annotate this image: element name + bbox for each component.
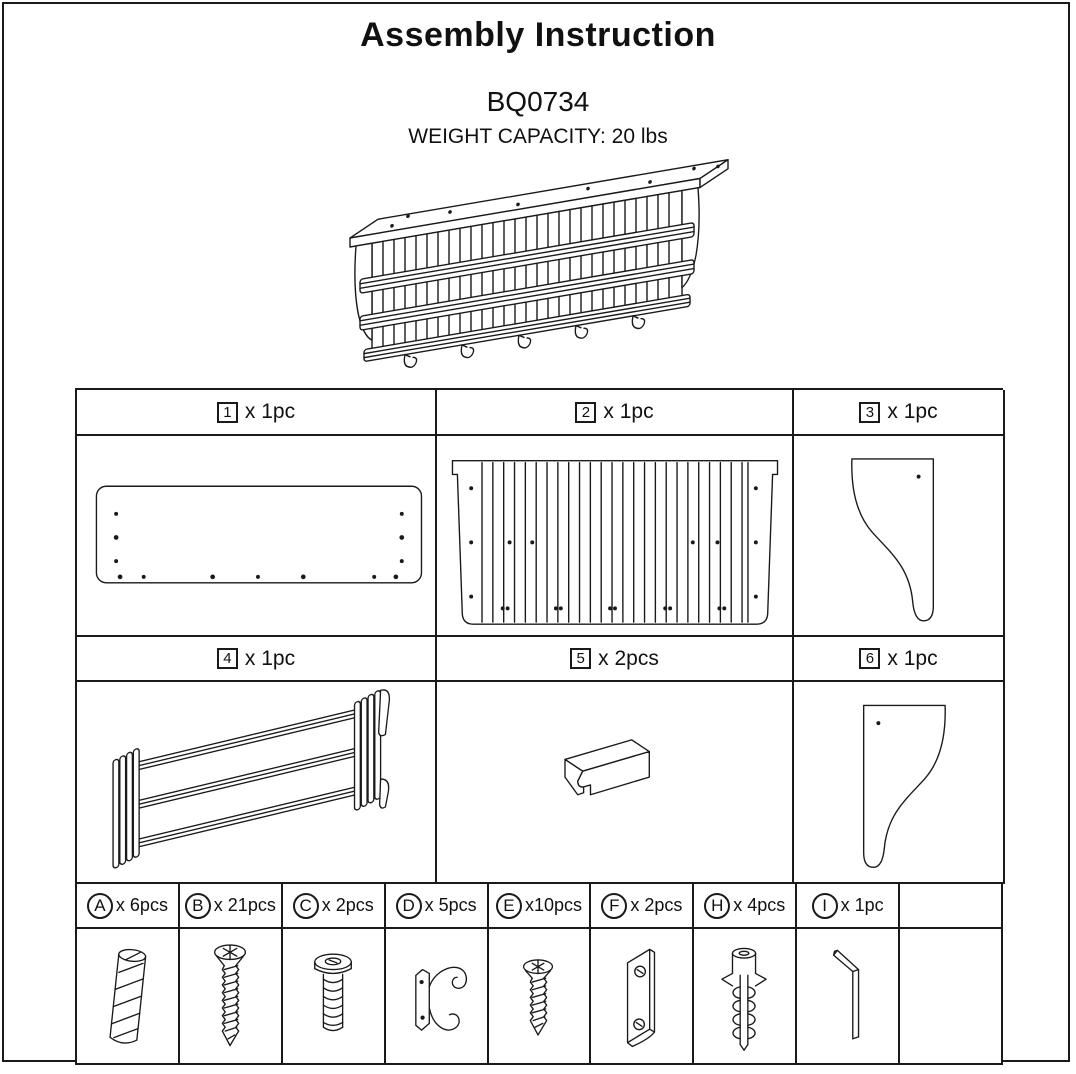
part-number-box: 3 bbox=[859, 401, 881, 423]
hardware-letter-badge: A bbox=[86, 892, 113, 919]
part-3-drawing bbox=[794, 436, 1005, 637]
hardware-letter-badge: C bbox=[292, 892, 319, 919]
product-drawing bbox=[330, 156, 750, 384]
part-2-drawing bbox=[437, 436, 794, 637]
part-qty: x 1pc bbox=[887, 400, 938, 423]
part-5-drawing bbox=[437, 682, 794, 884]
hardware-letter-badge: E bbox=[495, 892, 522, 919]
hardware-qty: x 2pcs bbox=[321, 895, 374, 915]
part-qty: x 1pc bbox=[887, 646, 938, 670]
part-number-box: 4 bbox=[216, 648, 238, 669]
part-5-header: 5 x 2pcs bbox=[437, 637, 794, 682]
hardware-a-header: A x 6pcs bbox=[77, 884, 180, 929]
hardware-e-header: E x10pcs bbox=[488, 884, 592, 929]
hardware-h-header: H x 4pcs bbox=[694, 884, 798, 929]
allen-key-icon bbox=[797, 929, 901, 1065]
model-number: BQ0734 bbox=[486, 86, 590, 117]
hardware-empty-header bbox=[900, 884, 1003, 929]
part-number-box: 2 bbox=[575, 401, 597, 423]
hardware-qty: x 1pc bbox=[840, 895, 884, 915]
part-1-drawing bbox=[77, 436, 437, 637]
part-3-header: 3 x 1pc bbox=[794, 390, 1005, 436]
parts-table: 1 x 1pc 2 x 1pc 3 x 1pc bbox=[75, 388, 1005, 884]
part-4-drawing bbox=[77, 682, 437, 884]
part-number-box: 5 bbox=[570, 648, 592, 669]
part-number-box: 6 bbox=[859, 648, 881, 669]
dowel-icon bbox=[77, 929, 180, 1065]
hardware-qty: x 21pcs bbox=[213, 895, 276, 915]
hardware-letter-badge: H bbox=[704, 892, 731, 919]
hardware-table: A x 6pcs B x 21pcs C x 2pcs D x 5pcs E x… bbox=[75, 882, 1003, 1065]
hardware-qty: x 4pcs bbox=[733, 895, 786, 915]
part-qty: x 1pc bbox=[244, 646, 296, 670]
coat-hook-icon bbox=[385, 929, 489, 1065]
hardware-f-header: F x 2pcs bbox=[591, 884, 695, 929]
part-qty: x 1pc bbox=[244, 400, 296, 423]
hardware-letter-badge: D bbox=[395, 892, 422, 919]
part-1-header: 1 x 1pc bbox=[77, 390, 437, 436]
hardware-c-header: C x 2pcs bbox=[282, 884, 386, 929]
mounting-plate-icon bbox=[591, 929, 695, 1065]
page-title: Assembly Instruction bbox=[360, 16, 716, 54]
part-qty: x 2pcs bbox=[598, 646, 659, 670]
hardware-d-header: D x 5pcs bbox=[385, 884, 489, 929]
part-6-drawing bbox=[794, 682, 1005, 884]
hardware-qty: x 6pcs bbox=[115, 895, 168, 915]
part-qty: x 1pc bbox=[603, 400, 654, 423]
part-6-header: 6 x 1pc bbox=[794, 637, 1005, 682]
wall-anchor-icon bbox=[694, 929, 798, 1065]
long-screw-icon bbox=[179, 929, 283, 1065]
hardware-i-header: I x 1pc bbox=[797, 884, 901, 929]
hardware-qty: x10pcs bbox=[524, 895, 583, 915]
hardware-qty: x 5pcs bbox=[424, 895, 477, 915]
hardware-empty-cell bbox=[900, 929, 1003, 1065]
part-2-header: 2 x 1pc bbox=[437, 390, 794, 436]
hardware-letter-badge: F bbox=[601, 892, 628, 919]
part-number-box: 1 bbox=[216, 401, 238, 423]
short-screw-icon bbox=[488, 929, 592, 1065]
weight-capacity: WEIGHT CAPACITY: 20 lbs bbox=[408, 125, 668, 148]
socket-bolt-icon bbox=[282, 929, 386, 1065]
hardware-letter-badge: B bbox=[184, 892, 211, 919]
hardware-b-header: B x 21pcs bbox=[179, 884, 283, 929]
hardware-qty: x 2pcs bbox=[630, 895, 683, 915]
hardware-letter-badge: I bbox=[811, 892, 838, 919]
part-4-header: 4 x 1pc bbox=[77, 637, 437, 682]
